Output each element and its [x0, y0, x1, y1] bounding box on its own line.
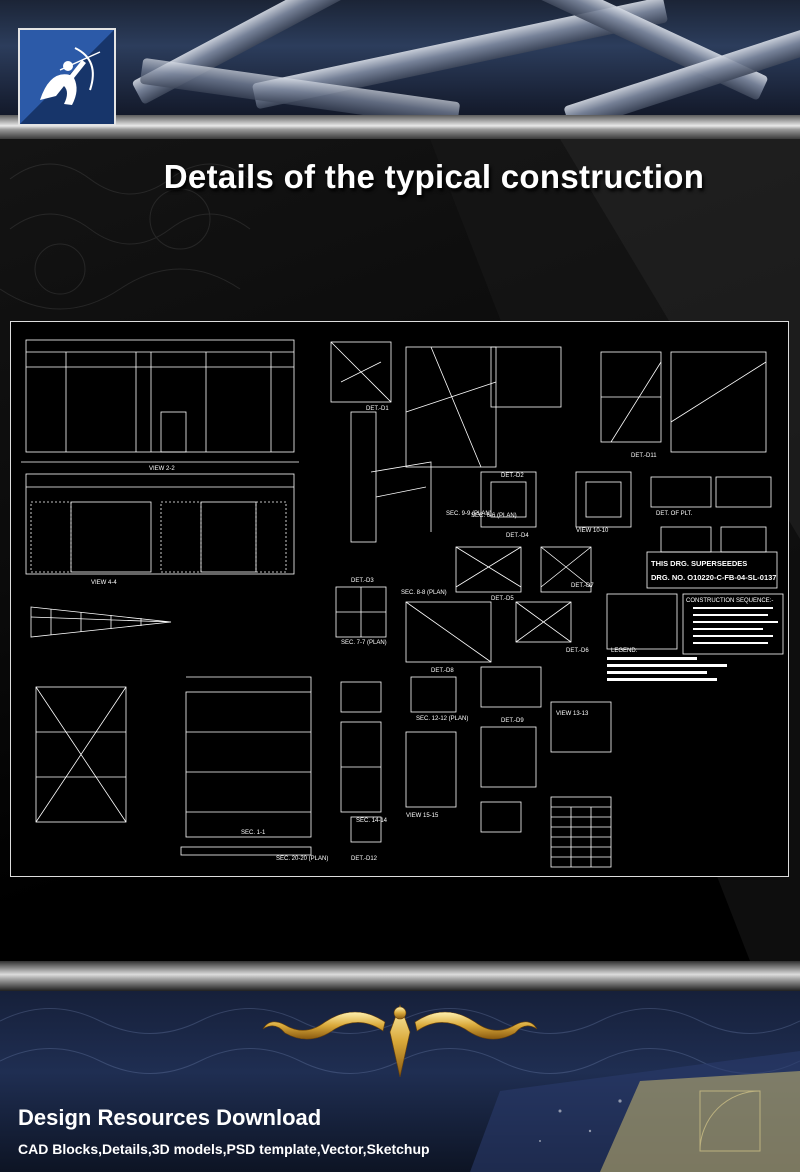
archer-icon — [20, 30, 114, 124]
label-view-1010: VIEW 10-10 — [576, 528, 609, 534]
header-banner — [0, 0, 800, 115]
label-det-05: DET.-D5 — [491, 596, 514, 602]
label-det-02: DET.-D2 — [501, 473, 524, 479]
label-sec-66: SEC. 6-6 (PLAN) — [471, 513, 517, 519]
label-det-11: DET.-D11 — [631, 453, 657, 459]
label-sec-88: SEC. 8-8 (PLAN) — [401, 590, 447, 596]
label-det-03: DET.-D3 — [351, 578, 374, 584]
label-det-08: DET.-D8 — [431, 668, 454, 674]
label-sec-77: SEC. 7-7 (PLAN) — [341, 640, 387, 646]
construction-sequence-title: CONSTRUCTION SEQUENCE:- — [686, 598, 773, 604]
cad-drawing-sheet: VIEW 2-2 VIEW 4-4 DET.-D1 DET.-D2 DET.-D… — [10, 321, 789, 877]
label-view-44: VIEW 4-4 — [91, 580, 117, 586]
label-sec-99: SEC. 9-9 (PLAN) — [446, 511, 492, 517]
label-det-07: DET.-D7 — [571, 583, 594, 589]
label-sec-1212: SEC. 12-12 (PLAN) — [416, 716, 468, 722]
label-det-09: DET.-D9 — [501, 718, 524, 724]
label-det-12: DET.-D12 — [351, 856, 378, 862]
label-det-06: DET.-D6 — [566, 648, 589, 654]
note-supersedes: THIS DRG. SUPERSEEDES — [651, 559, 747, 568]
label-sec-2020: SEC. 20-20 (PLAN) — [276, 856, 328, 862]
page-title: Details of the typical construction — [163, 158, 705, 195]
footer-subtitle: CAD Blocks,Details,3D models,PSD templat… — [18, 1141, 430, 1157]
label-det-of-plt: DET. OF PLT. — [656, 511, 693, 517]
logo — [18, 28, 116, 126]
label-view-1515: VIEW 15-15 — [406, 813, 439, 819]
steel-bar-bottom — [0, 961, 800, 991]
label-sec-1414: SEC. 14-14 — [356, 818, 388, 824]
label-view-1313: VIEW 13-13 — [556, 711, 589, 717]
label-sec-11: SEC. 1-1 — [241, 830, 266, 836]
note-drg-no: DRG. NO. O10220-C-FB-04-SL-0137 — [651, 573, 776, 582]
label-view-22: VIEW 2-2 — [149, 466, 175, 472]
legend-title: LEGEND: — [611, 648, 638, 654]
footer-background — [0, 1008, 800, 1172]
gold-ornament-icon — [262, 1004, 538, 1077]
label-det-04: DET.-D4 — [506, 533, 529, 539]
steel-bar-top — [0, 115, 800, 139]
footer-title: Design Resources Download — [18, 1105, 322, 1130]
label-det-01: DET.-D1 — [366, 406, 389, 412]
